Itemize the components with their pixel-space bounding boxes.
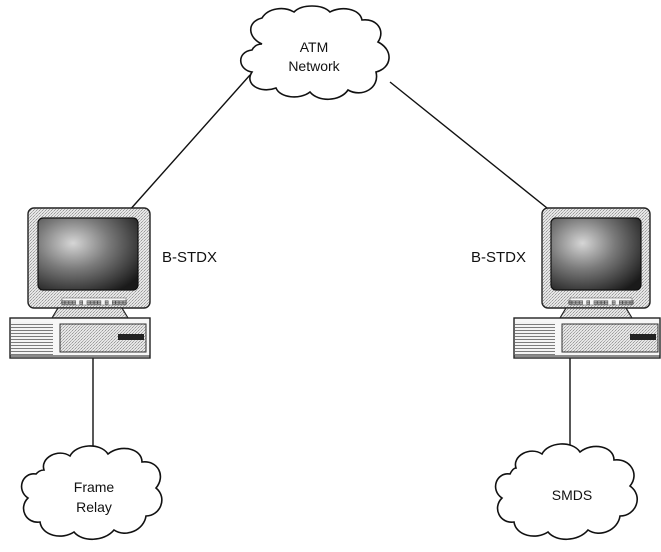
frame-relay-line2: Relay (76, 499, 112, 515)
left-monitor-screen (37, 217, 139, 291)
left-monitor-stand (50, 307, 130, 319)
right-switch-label: B-STDX (471, 249, 526, 266)
right-switch: ▤▤▤▤ ▤ ▤▤▤▤ ▤ ▤▤▤▤ (513, 207, 661, 359)
frame-relay-cloud: Frame Relay (20, 445, 163, 541)
link-atm-left-switch (127, 74, 251, 213)
left-base-vent (11, 322, 53, 356)
atm-network-cloud: ATM Network (239, 5, 390, 101)
left-monitor-badge-text: ▤▤▤▤ ▤ ▤▤▤▤ ▤ ▤▤▤▤ (61, 299, 126, 306)
frame-relay-line1: Frame (74, 479, 115, 495)
left-monitor-badge (61, 297, 127, 306)
atm-cloud-line1: ATM (300, 39, 329, 55)
left-switch: ▤▤▤▤ ▤ ▤▤▤▤ ▤ ▤▤▤▤ (9, 207, 151, 359)
right-monitor-screen (550, 217, 642, 291)
atm-cloud-line2: Network (288, 58, 340, 74)
right-monitor-stand (558, 307, 634, 319)
smds-cloud: SMDS (494, 443, 639, 541)
link-atm-right-switch (389, 81, 553, 213)
right-drive-slot (630, 334, 656, 340)
right-monitor-badge (569, 297, 633, 306)
right-monitor-badge-text: ▤▤▤▤ ▤ ▤▤▤▤ ▤ ▤▤▤▤ (568, 299, 633, 306)
left-switch-label: B-STDX (162, 249, 217, 266)
right-base-vent (515, 322, 555, 356)
smds-cloud-label: SMDS (552, 487, 592, 503)
right-base-panel (561, 323, 659, 353)
left-drive-slot (118, 334, 144, 340)
